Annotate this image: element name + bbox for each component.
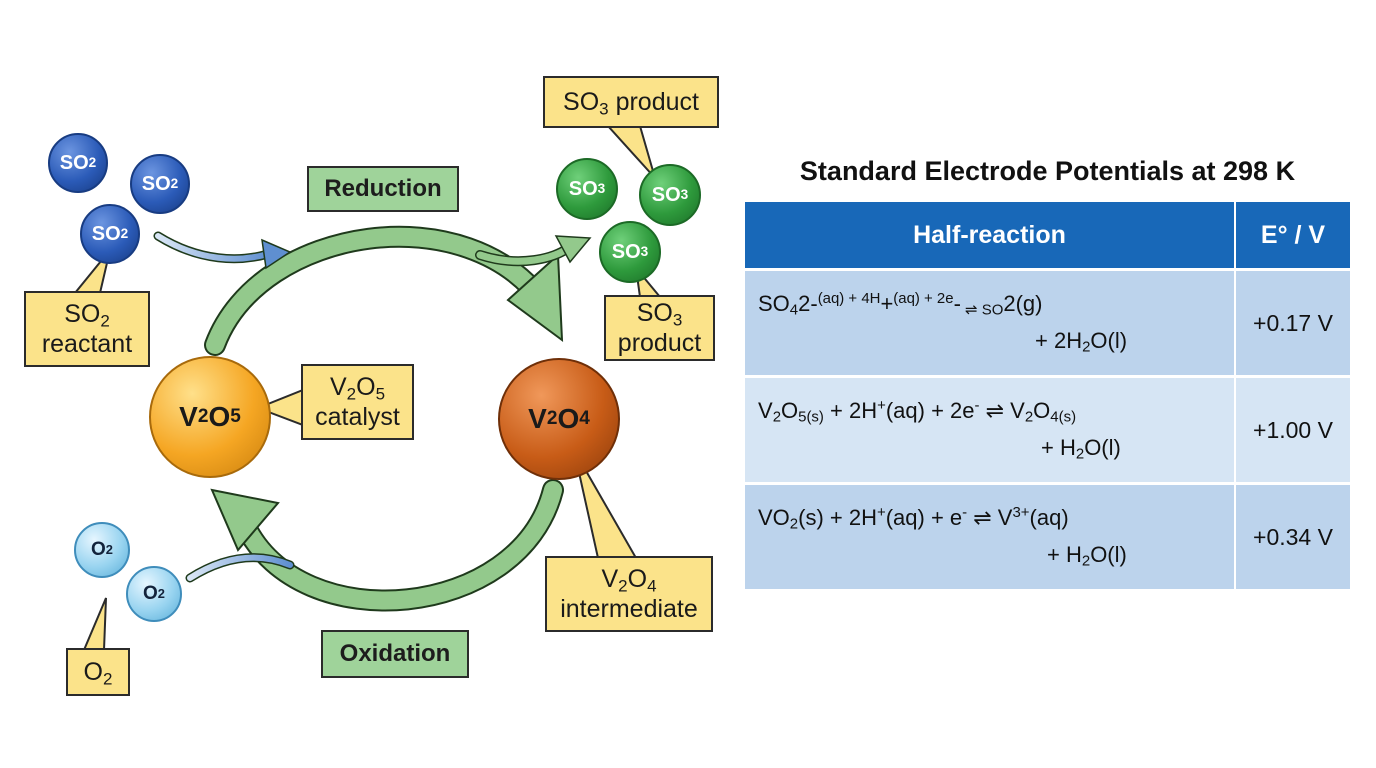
oxidation-arrowhead	[210, 488, 280, 552]
potential-header: E° / V	[1235, 202, 1350, 270]
table-row: SO42-(aq) + 4H+(aq) + 2e- ⇌ SO2(g) + 2H2…	[745, 268, 1350, 377]
table-row: VO2(s) + 2H+(aq) + e- ⇌ V3+(aq) + H2O(l)…	[745, 482, 1350, 589]
equation-line: SO42-(aq) + 4H+(aq) + 2e- ⇌ SO2(g)	[758, 289, 1043, 319]
so3-product-callout-top: SO3 product	[543, 76, 719, 128]
equation-line: + 2H2O(l)	[1035, 328, 1128, 356]
equation-line: + H2O(l)	[1041, 435, 1121, 463]
potential-cell: +0.34 V	[1235, 482, 1350, 589]
v2o4-intermediate-callout: V2O4 intermediate	[545, 556, 713, 632]
oxidation-label: Oxidation	[321, 630, 469, 678]
half-reaction-cell: V2O5(s) + 2H+(aq) + 2e- ⇌ V2O4(s) + H2O(…	[745, 375, 1236, 484]
so3-top-pointer	[605, 125, 656, 179]
so3-product-callout-bottom: SO3 product	[604, 295, 715, 361]
v2o5-catalyst-callout: V2O5 catalyst	[301, 364, 414, 440]
table-title: Standard Electrode Potentials at 298 K	[799, 156, 1296, 186]
equation-line: V2O5(s) + 2H+(aq) + 2e- ⇌ V2O4(s)	[758, 396, 1077, 426]
potential-cell: +0.17 V	[1235, 268, 1350, 377]
o2-pointer	[82, 597, 107, 651]
electrode-potentials-table: Half-reaction E° / V SO42-(aq) + 4H+(aq)…	[745, 202, 1350, 589]
half-reaction-header: Half-reaction	[745, 202, 1236, 270]
table-row: V2O5(s) + 2H+(aq) + 2e- ⇌ V2O4(s) + H2O(…	[745, 375, 1350, 484]
table-header-row: Half-reaction E° / V	[745, 202, 1350, 270]
potential-cell: +1.00 V	[1235, 375, 1350, 484]
o2-callout: O2	[66, 648, 130, 696]
half-reaction-cell: VO2(s) + 2H+(aq) + e- ⇌ V3+(aq) + H2O(l)	[745, 482, 1236, 589]
equation-line: VO2(s) + 2H+(aq) + e- ⇌ V3+(aq)	[758, 503, 1069, 533]
reduction-arrowhead	[506, 252, 564, 343]
half-reaction-cell: SO42-(aq) + 4H+(aq) + 2e- ⇌ SO2(g) + 2H2…	[745, 268, 1236, 377]
reduction-label: Reduction	[307, 166, 459, 212]
so2-reactant-callout: SO2 reactant	[24, 291, 150, 367]
equation-line: + H2O(l)	[1047, 542, 1127, 570]
